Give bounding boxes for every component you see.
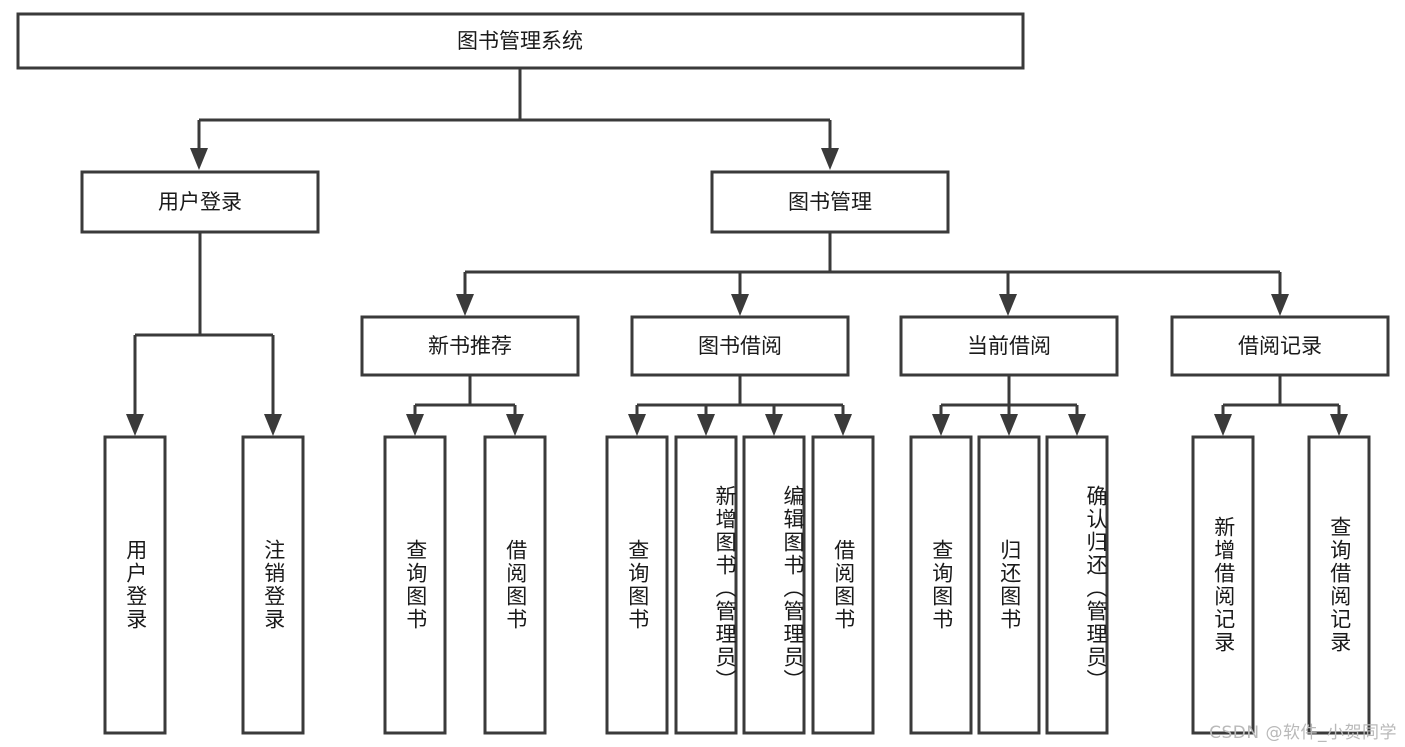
arrow-icon-new-book-leaf-2 xyxy=(506,414,524,436)
node-user-login[interactable]: 用户登录 xyxy=(80,170,320,234)
node-new-book-recommend[interactable]: 新书推荐 xyxy=(360,315,580,377)
node-root-label: 图书管理系统 xyxy=(457,29,583,53)
arrow-icon-to-borrow-record xyxy=(1271,294,1289,316)
arrow-icon-current-borrow-leaf-2 xyxy=(1000,414,1018,436)
node-borrow-record[interactable]: 借阅记录 xyxy=(1170,315,1390,377)
leaf-box-borrow-record-1[interactable] xyxy=(1191,435,1255,735)
node-current-borrow-label: 当前借阅 xyxy=(967,334,1051,358)
leaf-box-user-login-1[interactable] xyxy=(103,435,167,735)
arrow-icon-to-new-book xyxy=(456,294,474,316)
node-current-borrow[interactable]: 当前借阅 xyxy=(899,315,1119,377)
leaf-box-user-login-2[interactable] xyxy=(241,435,305,735)
arrow-icon-book-borrow-leaf-4 xyxy=(834,414,852,436)
leaf-box-current-borrow-1[interactable] xyxy=(909,435,973,735)
arrow-icon-borrow-record-leaf-2 xyxy=(1330,414,1348,436)
node-new-book-recommend-box xyxy=(360,315,580,377)
arrow-icon-to-book-borrow xyxy=(731,294,749,316)
arrow-icon-to-book-manage xyxy=(821,148,839,170)
leaf-box-book-borrow-4[interactable] xyxy=(811,435,875,735)
arrow-icon-book-borrow-leaf-3 xyxy=(765,414,783,436)
arrow-icon-new-book-leaf-1 xyxy=(406,414,424,436)
node-book-borrow[interactable]: 图书借阅 xyxy=(630,315,850,377)
leaf-box-current-borrow-2[interactable] xyxy=(977,435,1041,735)
leaf-box-book-borrow-1[interactable] xyxy=(605,435,669,735)
node-user-login-label: 用户登录 xyxy=(158,190,242,214)
arrow-icon-borrow-record-leaf-1 xyxy=(1214,414,1232,436)
node-book-borrow-label: 图书借阅 xyxy=(698,334,782,358)
node-borrow-record-label: 借阅记录 xyxy=(1238,334,1322,358)
node-root[interactable]: 图书管理系统 xyxy=(16,12,1025,70)
arrow-icon-book-borrow-leaf-2 xyxy=(697,414,715,436)
node-book-manage[interactable]: 图书管理 xyxy=(710,170,950,234)
node-book-borrow-box xyxy=(630,315,850,377)
leaf-box-book-borrow-2[interactable] xyxy=(674,435,738,735)
arrow-icon-book-borrow-leaf-1 xyxy=(628,414,646,436)
node-root-box xyxy=(16,12,1025,70)
leaf-box-new-book-1[interactable] xyxy=(383,435,447,735)
node-current-borrow-box xyxy=(899,315,1119,377)
arrow-icon-user-login-leaf-1 xyxy=(126,414,144,436)
arrow-icon-to-current-borrow xyxy=(999,294,1017,316)
leaf-box-borrow-record-2[interactable] xyxy=(1307,435,1371,735)
node-book-manage-label: 图书管理 xyxy=(788,190,872,214)
leaf-box-book-borrow-3[interactable] xyxy=(742,435,806,735)
node-book-manage-box xyxy=(710,170,950,234)
node-new-book-recommend-label: 新书推荐 xyxy=(428,334,512,358)
leaf-box-new-book-2[interactable] xyxy=(483,435,547,735)
arrow-icon-to-user-login xyxy=(190,148,208,170)
arrow-icon-user-login-leaf-2 xyxy=(264,414,282,436)
arrow-icon-current-borrow-leaf-1 xyxy=(932,414,950,436)
leaf-box-current-borrow-3[interactable] xyxy=(1045,435,1109,735)
node-borrow-record-box xyxy=(1170,315,1390,377)
arrow-icon-current-borrow-leaf-3 xyxy=(1068,414,1086,436)
watermark-text: CSDN @软件_小贺同学 xyxy=(1209,723,1397,743)
